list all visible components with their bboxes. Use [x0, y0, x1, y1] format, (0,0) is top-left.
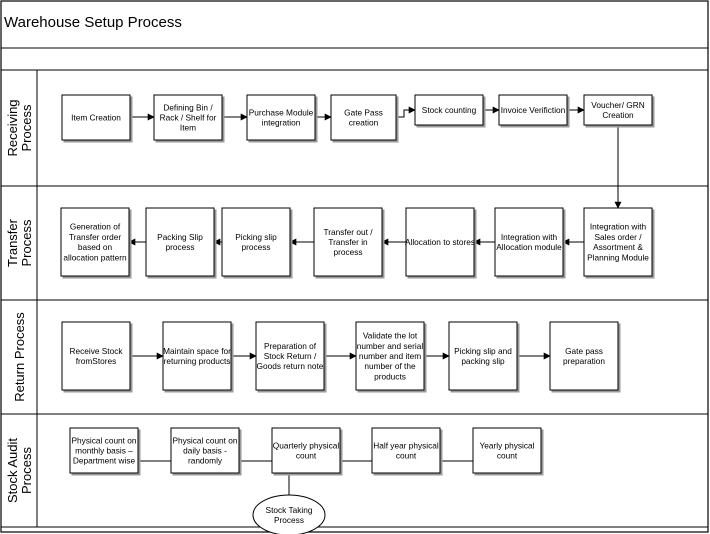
- box-item-creation: Item Creation: [61, 94, 131, 141]
- box-allocation-stores: Allocation to stores: [405, 207, 475, 277]
- svg-text:Stock counting: Stock counting: [422, 105, 477, 115]
- lane-label-transfer: TransferProcess: [5, 218, 34, 267]
- svg-text:Allocation to stores: Allocation to stores: [405, 237, 475, 247]
- svg-text:Invoice Verifiction: Invoice Verifiction: [501, 105, 566, 115]
- lane-label-return: Return Process: [12, 312, 27, 402]
- process-boxes: Item Creation Defining Bin /Rack / Shelf …: [60, 94, 653, 534]
- box-stock-counting: Stock counting: [414, 94, 484, 126]
- svg-text:TransferProcess: TransferProcess: [5, 218, 34, 267]
- svg-text:ReceivingProcess: ReceivingProcess: [5, 99, 34, 156]
- diagram-title: Warehouse Setup Process: [4, 14, 182, 31]
- box-invoice-verification: Invoice Verifiction: [498, 94, 568, 126]
- lane-label-audit: Stock AuditProcess: [5, 438, 34, 503]
- lane-label-receiving: ReceivingProcess: [5, 99, 34, 156]
- svg-text:Item Creation: Item Creation: [71, 113, 121, 123]
- svg-text:Stock AuditProcess: Stock AuditProcess: [5, 438, 34, 503]
- svg-text:Return Process: Return Process: [12, 312, 27, 402]
